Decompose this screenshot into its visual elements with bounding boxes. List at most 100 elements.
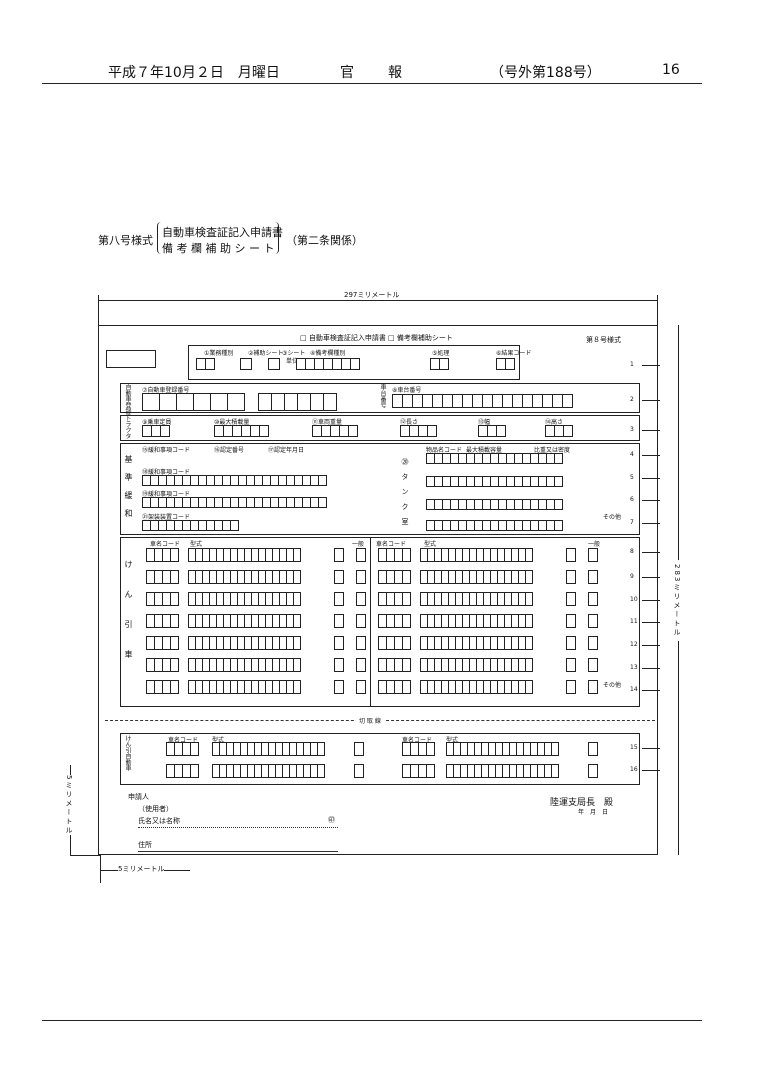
kenin-left-flag-cell[interactable] [334,592,344,606]
tank-cells-4[interactable] [426,520,563,531]
kenin-right-flag-cell[interactable] [566,592,576,606]
field-special: ㉑架装装置コード [142,514,191,521]
kenin-right-type-cells[interactable] [420,680,533,694]
kenin-right-type-cells[interactable] [420,570,533,584]
kenin-right-flag-cell[interactable] [566,636,576,650]
kenin-left-code-cells[interactable] [146,636,179,650]
kenin2-left-type-cells[interactable] [212,764,325,778]
kenin-left-flag-cell[interactable] [334,658,344,672]
kenin-right-code-cells[interactable] [378,680,411,694]
kenin2-right-code-cells[interactable] [402,742,435,756]
code-cells-1[interactable] [196,358,215,370]
code-cells-4[interactable] [296,358,360,370]
kenin-left-code-cells[interactable] [146,658,179,672]
kenin-right-type-cells[interactable] [420,614,533,628]
kenin-right-ippan-cell[interactable] [588,592,598,606]
width-dimension-line [98,300,658,301]
code-cells-2[interactable] [240,358,252,370]
kenin-right-type-cells[interactable] [420,592,533,606]
kenin-left-type-cells[interactable] [188,636,301,650]
kenin-right-code-cells[interactable] [378,570,411,584]
kenin-left-ippan-cell[interactable] [356,658,366,672]
kenin-right-type-cells[interactable] [420,548,533,562]
kenin-right-flag-cell[interactable] [566,658,576,672]
kenin-right-ippan-cell[interactable] [588,548,598,562]
kenin-left-flag-cell[interactable] [334,548,344,562]
kenin-left-flag-cell[interactable] [334,570,344,584]
kenin-right-ippan-cell[interactable] [588,636,598,650]
field-unit: 単位 [286,358,299,365]
tank-cells-2[interactable] [426,476,563,487]
checkbox-1[interactable]: □ 自動車検査証記入申請書 [300,334,386,342]
spec-cells-5[interactable] [478,425,506,437]
kenin-left-type-cells[interactable] [188,592,301,606]
kenin-right-flag-cell[interactable] [566,570,576,584]
kanwa-cells-1[interactable] [142,475,327,486]
kenin-right-code-cells[interactable] [378,614,411,628]
kenin-left-type-cells[interactable] [188,548,301,562]
kenin-left-code-cells[interactable] [146,614,179,628]
kenin2-right-type-cells[interactable] [446,764,559,778]
spec-cells-4[interactable] [400,425,437,437]
kenin-left-code-cells[interactable] [146,570,179,584]
kenin-left-ippan-cell[interactable] [356,592,366,606]
kenin-right-flag-cell[interactable] [566,614,576,628]
kenin-left-type-cells[interactable] [188,680,301,694]
kenin2-right-flag-cell[interactable] [588,764,598,778]
code-cells-6[interactable] [496,358,515,370]
kenin-left-code-cells[interactable] [146,592,179,606]
dim-tick-left [98,295,99,325]
kenin-left-flag-cell[interactable] [334,680,344,694]
kenin2-right-type-cells[interactable] [446,742,559,756]
kenin-left-ippan-cell[interactable] [356,680,366,694]
kenin2-left-type-cells[interactable] [212,742,325,756]
kenin2-left-code-cells[interactable] [166,742,199,756]
kenin-left-type-cells[interactable] [188,570,301,584]
kenin-left-type-cells[interactable] [188,658,301,672]
name-line[interactable] [138,827,338,828]
kenin-right-code-cells[interactable] [378,658,411,672]
spec-cells-1[interactable] [142,425,170,437]
kenin2-right-flag-cell[interactable] [588,742,598,756]
spec-cells-2[interactable] [214,425,269,437]
kenin-right-flag-cell[interactable] [566,548,576,562]
chassis-cells[interactable] [392,394,573,408]
tank-cells-1[interactable] [426,453,563,464]
kenin-right-flag-cell[interactable] [566,680,576,694]
tank-cells-3[interactable] [426,499,563,510]
spec-cells-6[interactable] [545,425,573,437]
kenin-left-ippan-cell[interactable] [356,636,366,650]
kenin2-left-code-cells[interactable] [166,764,199,778]
kenin2-left-flag-cell[interactable] [354,742,364,756]
kenin-right-type-cells[interactable] [420,658,533,672]
field-katashiki-b-right: 型式 [446,737,459,744]
spec-cells-3[interactable] [312,425,358,437]
code-cells-3[interactable] [268,358,280,370]
registration-cells[interactable] [142,393,245,411]
kenin-left-ippan-cell[interactable] [356,570,366,584]
kenin2-right-code-cells[interactable] [402,764,435,778]
kenin-left-code-cells[interactable] [146,680,179,694]
kenin-right-code-cells[interactable] [378,636,411,650]
kenin-left-flag-cell[interactable] [334,614,344,628]
kenin-left-flag-cell[interactable] [334,636,344,650]
kanwa-cells-2[interactable] [142,497,327,508]
kenin-right-ippan-cell[interactable] [588,614,598,628]
kenin2-left-flag-cell[interactable] [354,764,364,778]
address-line[interactable] [138,851,338,852]
kenin-left-type-cells[interactable] [188,614,301,628]
code-cells-5[interactable] [430,358,449,370]
kenin-left-ippan-cell[interactable] [356,548,366,562]
kenin-right-ippan-cell[interactable] [588,680,598,694]
special-cells[interactable] [142,520,239,531]
registration-cells-2[interactable] [258,393,337,411]
kenin-right-ippan-cell[interactable] [588,658,598,672]
field-buppin: 物品名コード [426,447,463,454]
kenin-left-code-cells[interactable] [146,548,179,562]
kenin-left-ippan-cell[interactable] [356,614,366,628]
kenin-right-code-cells[interactable] [378,592,411,606]
checkbox-2[interactable]: □ 備考欄補助シート [388,334,453,342]
kenin-right-code-cells[interactable] [378,548,411,562]
kenin-right-ippan-cell[interactable] [588,570,598,584]
kenin-right-type-cells[interactable] [420,636,533,650]
